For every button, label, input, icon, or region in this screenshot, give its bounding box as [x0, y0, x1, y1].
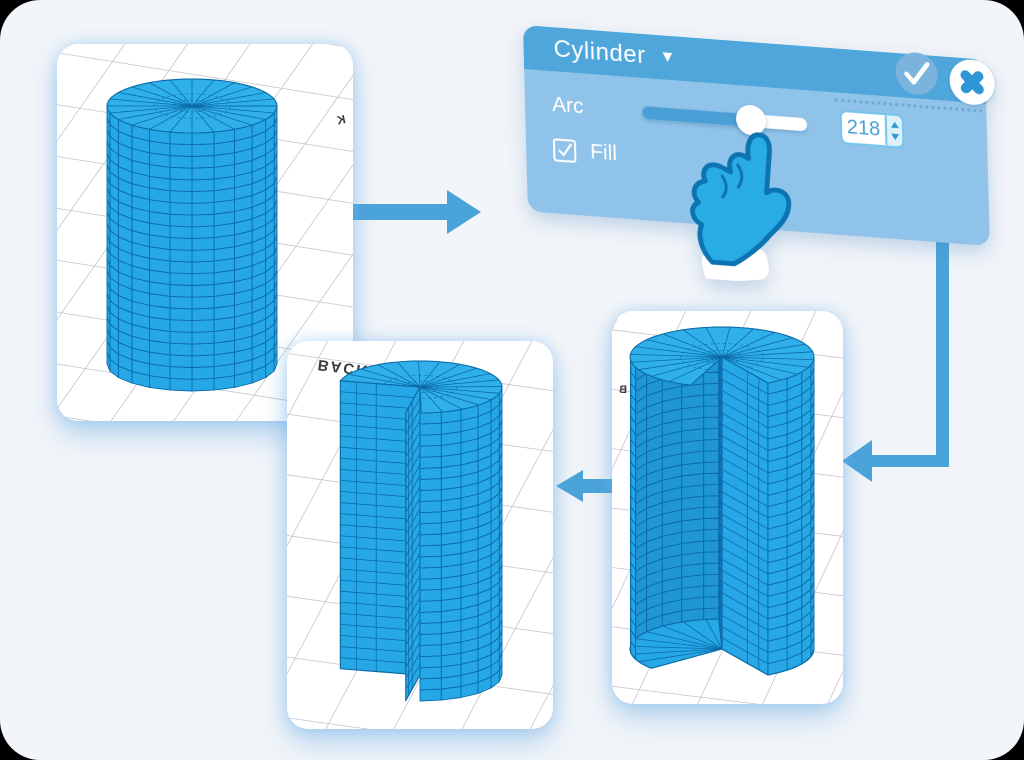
fill-row: Fill	[552, 137, 989, 194]
full-cylinder-render: K	[57, 44, 353, 421]
arc-slider[interactable]	[641, 103, 808, 136]
fill-label: Fill	[589, 140, 618, 166]
check-icon	[904, 62, 930, 85]
viewport-arc-cylinder-cutaway: B	[612, 311, 843, 704]
confirm-button[interactable]	[894, 50, 939, 97]
svg-text:B: B	[617, 384, 627, 396]
svg-text:K: K	[333, 112, 346, 128]
x-icon	[960, 70, 984, 95]
checkmark-icon	[557, 143, 572, 156]
arc-spinner	[884, 115, 903, 147]
arrow-left-icon	[556, 470, 616, 502]
panel-body: Arc 218 F	[524, 69, 990, 247]
arc-value-input[interactable]: 218	[839, 109, 905, 149]
viewport-arc-cylinder-result: BACK	[287, 341, 553, 729]
close-button[interactable]	[949, 58, 996, 107]
arc-cylinder-result-render: BACK	[287, 341, 553, 729]
spinner-down-icon[interactable]	[890, 133, 899, 141]
spinner-up-icon[interactable]	[890, 121, 899, 129]
arrow-elbow-left-icon	[842, 240, 949, 482]
panel-title: Cylinder	[553, 35, 646, 70]
arc-cylinder-cutaway-render: B	[612, 311, 843, 704]
dropdown-icon[interactable]: ▼	[659, 48, 676, 67]
arrow-right-icon	[352, 190, 481, 234]
arc-value[interactable]: 218	[846, 115, 881, 141]
arc-label: Arc	[551, 93, 584, 119]
cylinder-panel: Cylinder ▼ Arc 218	[523, 25, 996, 283]
arc-slider-thumb[interactable]	[735, 103, 767, 136]
viewport-full-cylinder: K	[57, 44, 353, 421]
arc-slider-fill	[641, 105, 752, 127]
fill-checkbox[interactable]	[552, 137, 577, 163]
